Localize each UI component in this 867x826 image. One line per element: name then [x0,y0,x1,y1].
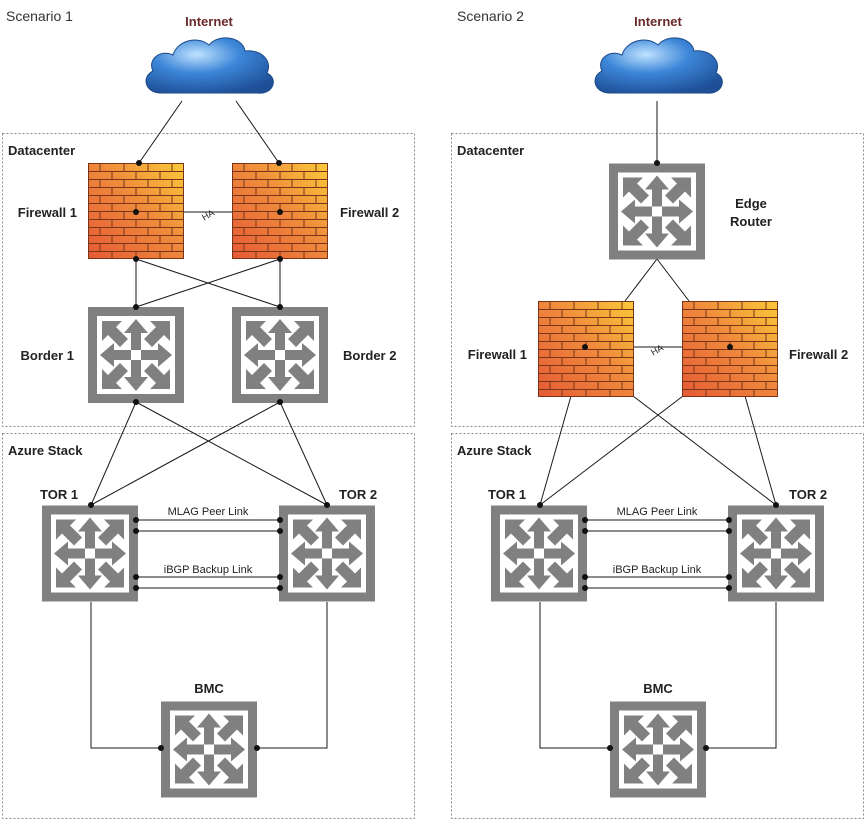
internet-label: Internet [185,14,233,29]
border-1-switch-icon [88,307,184,403]
border-2-label: Border 2 [343,348,396,363]
edge-router-label-line1: Edge [735,196,767,211]
scenario-1-links [90,100,328,749]
firewall-1-label: Firewall 1 [18,205,77,220]
firewall-2-label: Firewall 2 [789,347,848,362]
ibgp-backup-link-label: iBGP Backup Link [613,564,702,576]
border-1-label: Border 1 [21,348,74,363]
firewall-2-label: Firewall 2 [340,205,399,220]
tor-2-switch-icon [279,505,375,602]
internet-cloud-icon [594,37,723,94]
tor-1-switch-icon [42,505,138,602]
scenario-1-title: Scenario 1 [6,8,73,24]
tor-1-switch-icon [491,505,587,602]
tor-2-label: TOR 2 [339,487,377,502]
scenario-1: Scenario 1 Datacenter Azure Stack [2,8,415,819]
ibgp-backup-link-label: iBGP Backup Link [164,564,253,576]
mlag-peer-link-label: MLAG Peer Link [168,506,249,518]
datacenter-label: Datacenter [457,143,524,158]
azure-stack-zone [2,433,415,819]
azure-stack-zone [451,433,864,819]
tor-2-switch-icon [728,505,824,602]
datacenter-zone [2,133,415,427]
azure-stack-label: Azure Stack [457,443,532,458]
mlag-peer-link-label: MLAG Peer Link [617,506,698,518]
firewall-1-label: Firewall 1 [468,347,527,362]
scenario-2: Scenario 2 Datacenter Azure Stack Intern… [451,8,864,819]
edge-router-switch-icon [609,163,705,260]
tor-1-label: TOR 1 [40,487,78,502]
ha-label: HA [200,208,216,223]
scenario-2-connection-dots [537,160,779,751]
bmc-switch-icon [610,701,706,798]
azure-stack-label: Azure Stack [8,443,83,458]
ha-label: HA [649,343,665,358]
datacenter-label: Datacenter [8,143,75,158]
tor-1-label: TOR 1 [488,487,526,502]
border-2-switch-icon [232,307,328,403]
edge-router-label-line2: Router [730,214,772,229]
tor-2-label: TOR 2 [789,487,827,502]
bmc-label: BMC [194,681,224,696]
internet-cloud-icon [145,37,274,94]
bmc-label: BMC [643,681,673,696]
scenario-2-title: Scenario 2 [457,8,524,24]
bmc-switch-icon [161,701,257,798]
scenario-1-connection-dots [88,160,330,751]
internet-label: Internet [634,14,682,29]
